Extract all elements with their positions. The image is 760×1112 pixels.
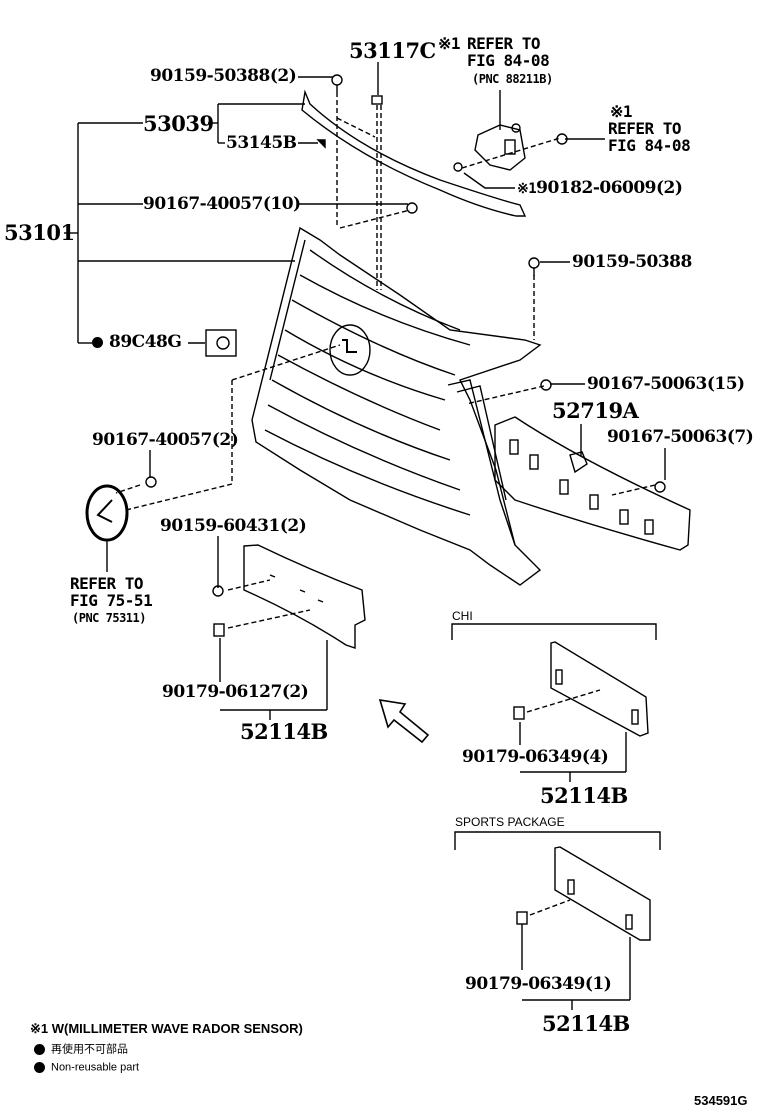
legend-nonreusable-en-text: Non-reusable part [51,1061,140,1074]
emblem-ref-line1[interactable]: REFER TO [70,574,144,593]
non-reusable-marker-icon [92,337,103,348]
license-plate-bracket-main [243,544,366,649]
part-label-89C48G[interactable]: 89C48G [92,332,182,352]
dashed-assembly-lines [115,92,656,916]
bracket-ref-line2[interactable]: FIG 84-08 [608,136,691,155]
part-label-90167-40057-2[interactable]: 90167-40057(2) [92,430,239,450]
sensor-ref-line2[interactable]: FIG 84-08 [467,51,550,70]
part-label-90179-06349-1[interactable]: 90179-06349(1) [465,974,612,994]
part-label-52114B-main[interactable]: 52114B [240,719,328,744]
part-label-90179-06127-2[interactable]: 90179-06127(2) [162,682,309,702]
part-label-90159-50388[interactable]: 90159-50388 [572,252,692,272]
part-label-90179-06349-4[interactable]: 90179-06349(4) [462,747,609,767]
section-title-chi: CHI [452,609,473,623]
legend-nonreusable-en: Non-reusable part [34,1062,139,1073]
part-label-90167-50063-15[interactable]: 90167-50063(15) [587,374,745,394]
non-reusable-bullet-icon [34,1062,45,1073]
radiator-grille-part [251,226,542,586]
part-label-52114B-chi[interactable]: 52114B [540,783,628,808]
part-label-53117C[interactable]: 53117C [349,38,436,63]
part-label-90182-06009-2[interactable]: ※190182-06009(2) [517,178,683,198]
figure-id: 534591G [694,1093,748,1108]
emblem-ref-pnc: (PNC 75311) [72,611,146,625]
bracket-ref-line1[interactable]: REFER TO [608,119,682,138]
section-title-sports-package: SPORTS PACKAGE [455,815,565,829]
part-label-90159-50388-2[interactable]: 90159-50388(2) [150,66,297,86]
legend-nonreusable-jp-text: 再使用不可部品 [51,1043,128,1056]
bracket-ref-mark: ※1 [610,102,633,121]
energy-absorber-part [494,416,691,551]
part-label-53039[interactable]: 53039 [143,111,214,136]
emblem-part [85,484,129,542]
sensor-ref-mark: ※1 [438,34,461,53]
fasteners [145,74,666,925]
leader-lines [64,62,666,1010]
radar-sensor-part [474,123,526,171]
part-label-90167-50063-7[interactable]: 90167-50063(7) [607,427,754,447]
part-label-53145B[interactable]: 53145B [226,133,297,153]
part-label-90182-06009-2-text: 90182-06009(2) [536,178,683,198]
sensor-ref-pnc: (PNC 88211B) [472,72,553,86]
nut-ref-mark: ※1 [517,181,537,197]
legend-nonreusable-jp: 再使用不可部品 [34,1044,128,1055]
upper-molding-part [301,89,527,217]
license-plate-bracket-chi [550,641,649,737]
part-label-90167-40057-10[interactable]: 90167-40057(10) [143,194,301,214]
part-label-89C48G-text: 89C48G [109,332,182,352]
sensor-ref-line1[interactable]: REFER TO [467,34,541,53]
non-reusable-bullet-icon [34,1044,45,1055]
front-direction-arrow [378,699,430,744]
part-label-90159-60431-2[interactable]: 90159-60431(2) [160,516,307,536]
part-label-52719A[interactable]: 52719A [552,398,639,423]
part-label-53101[interactable]: 53101 [4,220,75,245]
emblem-ref-line2[interactable]: FIG 75-51 [70,591,153,610]
legend-note-1: ※1 W(MILLIMETER WAVE RADOR SENSOR) [30,1021,303,1036]
license-plate-bracket-sports [554,846,651,941]
part-label-52114B-sports[interactable]: 52114B [542,1011,630,1036]
